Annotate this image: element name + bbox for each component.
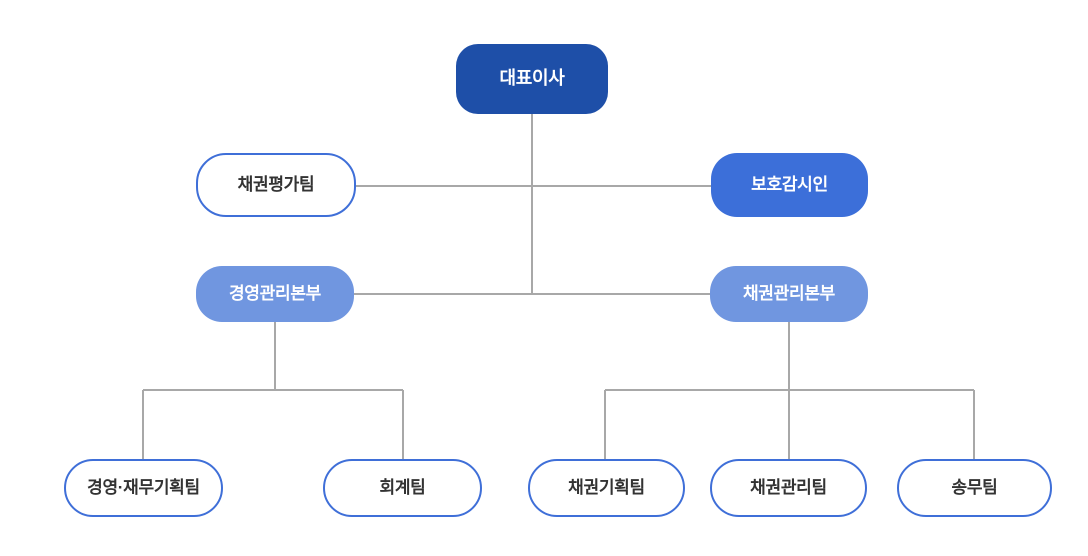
node-ceo-label: 대표이사	[499, 68, 565, 89]
node-ceo[interactable]: 대표이사	[456, 44, 608, 114]
node-management-finance-planning-team[interactable]: 경영·재무기획팀	[64, 459, 223, 517]
node-compliance-officer-label: 보호감시인	[751, 174, 828, 194]
node-credit-management-team[interactable]: 채권관리팀	[710, 459, 867, 517]
node-credit-evaluation-team[interactable]: 채권평가팀	[196, 153, 356, 217]
node-accounting-team[interactable]: 회계팀	[323, 459, 482, 517]
node-credit-division-label: 채권관리본부	[742, 283, 836, 303]
node-accounting-team-label: 회계팀	[379, 477, 426, 497]
node-litigation-team-label: 송무팀	[951, 477, 998, 497]
node-litigation-team[interactable]: 송무팀	[897, 459, 1052, 517]
node-credit-evaluation-team-label: 채권평가팀	[237, 174, 315, 194]
node-credit-planning-team-label: 채권기획팀	[568, 477, 645, 497]
node-management-division-label: 경영관리본부	[228, 283, 322, 303]
node-compliance-officer[interactable]: 보호감시인	[711, 153, 868, 217]
node-credit-division[interactable]: 채권관리본부	[710, 266, 868, 322]
node-credit-management-team-label: 채권관리팀	[750, 477, 827, 497]
node-management-finance-planning-team-label: 경영·재무기획팀	[87, 477, 200, 497]
node-credit-planning-team[interactable]: 채권기획팀	[528, 459, 685, 517]
node-management-division[interactable]: 경영관리본부	[196, 266, 354, 322]
